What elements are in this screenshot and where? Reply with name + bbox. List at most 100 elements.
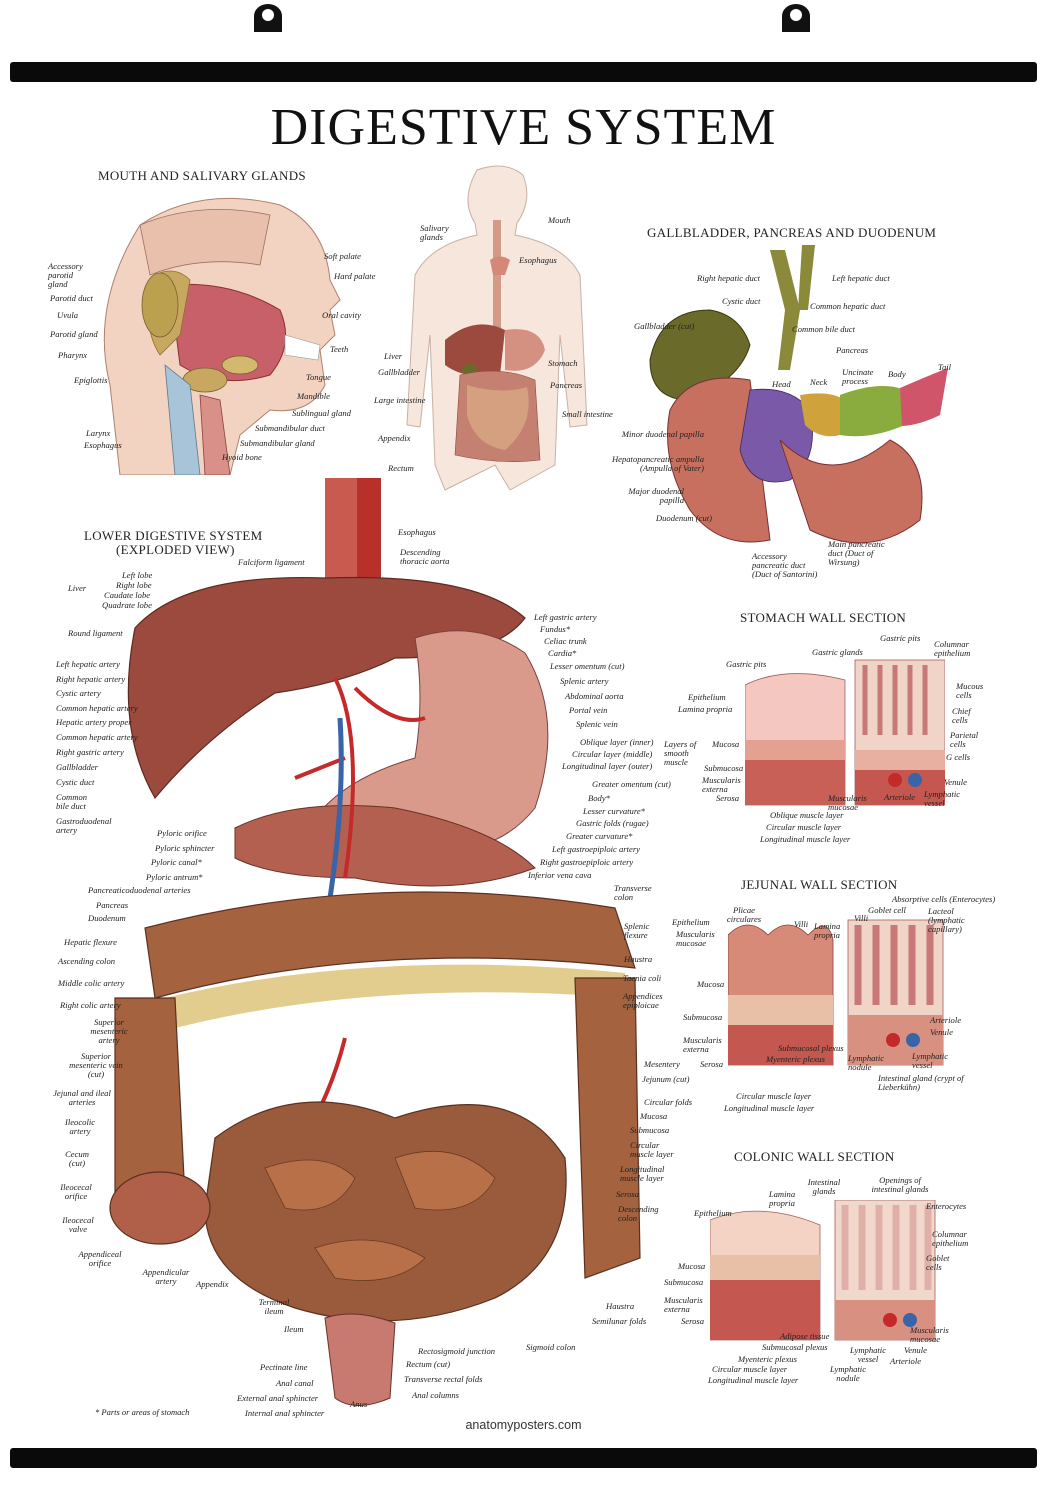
- overview-label: Stomach: [548, 358, 578, 368]
- lower-label: Transverse colon: [614, 883, 652, 902]
- lower-label: Lesser curvature*: [583, 806, 645, 816]
- lower-label: Appendix: [196, 1279, 229, 1289]
- stomach-wall-label: Chief cells: [952, 706, 971, 725]
- lower-label: Superior mesenteric vein (cut): [69, 1051, 123, 1079]
- gallbladder-label: Common hepatic duct: [810, 301, 886, 311]
- overview-label: Pancreas: [550, 380, 583, 390]
- lower-label: Submucosa: [630, 1125, 670, 1135]
- colonic-wall-label: Longitudinal muscle layer: [708, 1375, 799, 1385]
- stomach-wall-label: Muscularis externa: [702, 775, 741, 794]
- lower-label: Right lobe: [116, 580, 152, 590]
- colonic-wall-label: Submucosal plexus: [762, 1342, 828, 1352]
- lower-label: Circular layer (middle): [572, 749, 653, 759]
- lower-label: Pyloric canal*: [151, 857, 202, 867]
- lower-label: Pyloric antrum*: [146, 872, 203, 882]
- lower-label: Left hepatic artery: [56, 659, 120, 669]
- jejunal-wall-label: Villi: [854, 913, 869, 923]
- overview-label: Liver: [384, 351, 403, 361]
- lower-label: Left gastric artery: [534, 612, 597, 622]
- lower-label: Common bile duct: [56, 792, 88, 811]
- lower-label: Middle colic artery: [58, 978, 125, 988]
- colonic-wall-label: Columnar epithelium: [932, 1229, 969, 1248]
- gallbladder-label: Head: [772, 379, 791, 389]
- lower-label: Circular folds: [644, 1097, 693, 1107]
- left-hanger-hook-icon: [254, 4, 282, 32]
- lower-label: Right hepatic artery: [56, 674, 126, 684]
- lower-label: Left gastroepiploic artery: [552, 844, 640, 854]
- colonic-wall-illustration: [710, 1200, 936, 1341]
- lower-label: Portal vein: [569, 705, 608, 715]
- section-title-gallbladder: GALLBLADDER, PANCREAS AND DUODENUM: [647, 225, 937, 240]
- body-overview-illustration: [406, 165, 588, 491]
- lower-label: Gastroduodenal artery: [56, 816, 112, 835]
- colonic-wall-label: Venule: [904, 1345, 927, 1355]
- stomach-wall-label: Lymphatic vessel: [924, 789, 961, 808]
- gallbladder-label: Main pancreatic duct (Duct of Wirsung): [828, 539, 885, 567]
- lower-label: Pancreaticoduodenal arteries: [88, 885, 191, 895]
- lower-label: Body*: [588, 793, 610, 803]
- colonic-wall-label: Circular muscle layer: [712, 1364, 788, 1374]
- colonic-wall-label: Myenteric plexus: [738, 1354, 797, 1364]
- section-title-jejunal-wall: JEJUNAL WALL SECTION: [741, 877, 898, 892]
- stomach-wall-label: Longitudinal muscle layer: [760, 834, 851, 844]
- mouth-label: Epiglottis: [74, 375, 108, 385]
- lower-label: Liver: [68, 583, 87, 593]
- colonic-wall-label: Submucosa: [664, 1277, 704, 1287]
- lower-label: Appendicular artery: [142, 1267, 190, 1286]
- stomach-wall-label: Gastric glands: [812, 647, 863, 657]
- gallbladder-label: Body: [888, 369, 906, 379]
- lower-label: Right colic artery: [60, 1000, 121, 1010]
- jejunal-wall-illustration: [728, 919, 944, 1066]
- lower-label: Ileocecal valve: [62, 1215, 94, 1234]
- mouth-label: Larynx: [86, 428, 111, 438]
- stomach-wall-label: Parietal cells: [950, 730, 979, 749]
- stomach-wall-label: Circular muscle layer: [766, 822, 842, 832]
- overview-label: Mouth: [548, 215, 571, 225]
- stomach-wall-label: Oblique muscle layer: [770, 810, 844, 820]
- gallbladder-label: Neck: [810, 377, 828, 387]
- jejunal-wall-label: Mucosa: [697, 979, 725, 989]
- lower-label: Quadrate lobe: [102, 600, 152, 610]
- publisher-credit: anatomyposters.com: [465, 1418, 582, 1432]
- colonic-wall-label: Epithelium: [694, 1208, 732, 1218]
- lower-label: Caudate lobe: [104, 590, 151, 600]
- lower-label: Transverse rectal folds: [404, 1374, 483, 1384]
- section-title-lower: LOWER DIGESTIVE SYSTEM: [84, 528, 263, 543]
- jejunal-wall-label: Plicae circulares: [726, 905, 762, 924]
- lower-label: Rectosigmoid junction: [418, 1346, 496, 1356]
- jejunal-wall-label: Intestinal gland (crypt of Lieberkühn): [878, 1073, 964, 1092]
- jejunal-wall-label: Lymphatic vessel: [912, 1051, 949, 1070]
- lower-label: Mucosa: [640, 1111, 668, 1121]
- lower-label: Splenic vein: [576, 719, 618, 729]
- lower-label: Splenic flexure: [624, 921, 650, 940]
- lower-label: Round ligament: [68, 628, 123, 638]
- gallbladder-label: Duodenum (cut): [655, 513, 712, 523]
- jejunal-wall-label: Lamina propria: [814, 921, 841, 940]
- lower-label: Gastric folds (rugae): [576, 818, 649, 828]
- gallbladder-label: Accessory pancreatic duct (Duct of Santo…: [752, 551, 818, 579]
- mouth-label: Pharynx: [58, 350, 88, 360]
- jejunal-wall-label: Myenteric plexus: [766, 1054, 825, 1064]
- mouth-label: Mandible: [297, 391, 330, 401]
- stomach-wall-label: Mucosa: [712, 739, 740, 749]
- lower-label: Inferior vena cava: [528, 870, 592, 880]
- lower-label: Descending thoracic aorta: [400, 547, 450, 566]
- lower-label: Appendices epiploicae: [623, 991, 663, 1010]
- lower-label: Hepatic artery proper: [56, 717, 132, 727]
- lower-label: Common hepatic artery: [56, 703, 138, 713]
- colonic-wall-label: Enterocytes: [926, 1201, 967, 1211]
- colonic-wall-label: Lymphatic nodule: [829, 1364, 867, 1383]
- jejunal-wall-label: Arteriole: [930, 1015, 962, 1025]
- poster-title: DIGESTIVE SYSTEM: [270, 99, 777, 156]
- lower-label: Cardia*: [548, 648, 577, 658]
- lower-label: Layers of smooth muscle: [664, 739, 697, 767]
- colonic-wall-label: Arteriole: [890, 1356, 922, 1366]
- lower-label: External anal sphincter: [237, 1393, 319, 1403]
- stomach-wall-label: G cells: [946, 752, 971, 762]
- gallbladder-label: Hepatopancreatic ampulla (Ampulla of Vat…: [611, 454, 704, 473]
- lower-label: Mesentery: [644, 1059, 680, 1069]
- lower-label: Jejunal and ileal arteries: [53, 1088, 111, 1107]
- mouth-label: Submandibular gland: [240, 438, 315, 448]
- lower-label: Anal canal: [276, 1378, 314, 1388]
- lower-label: Oblique layer (inner): [580, 737, 654, 747]
